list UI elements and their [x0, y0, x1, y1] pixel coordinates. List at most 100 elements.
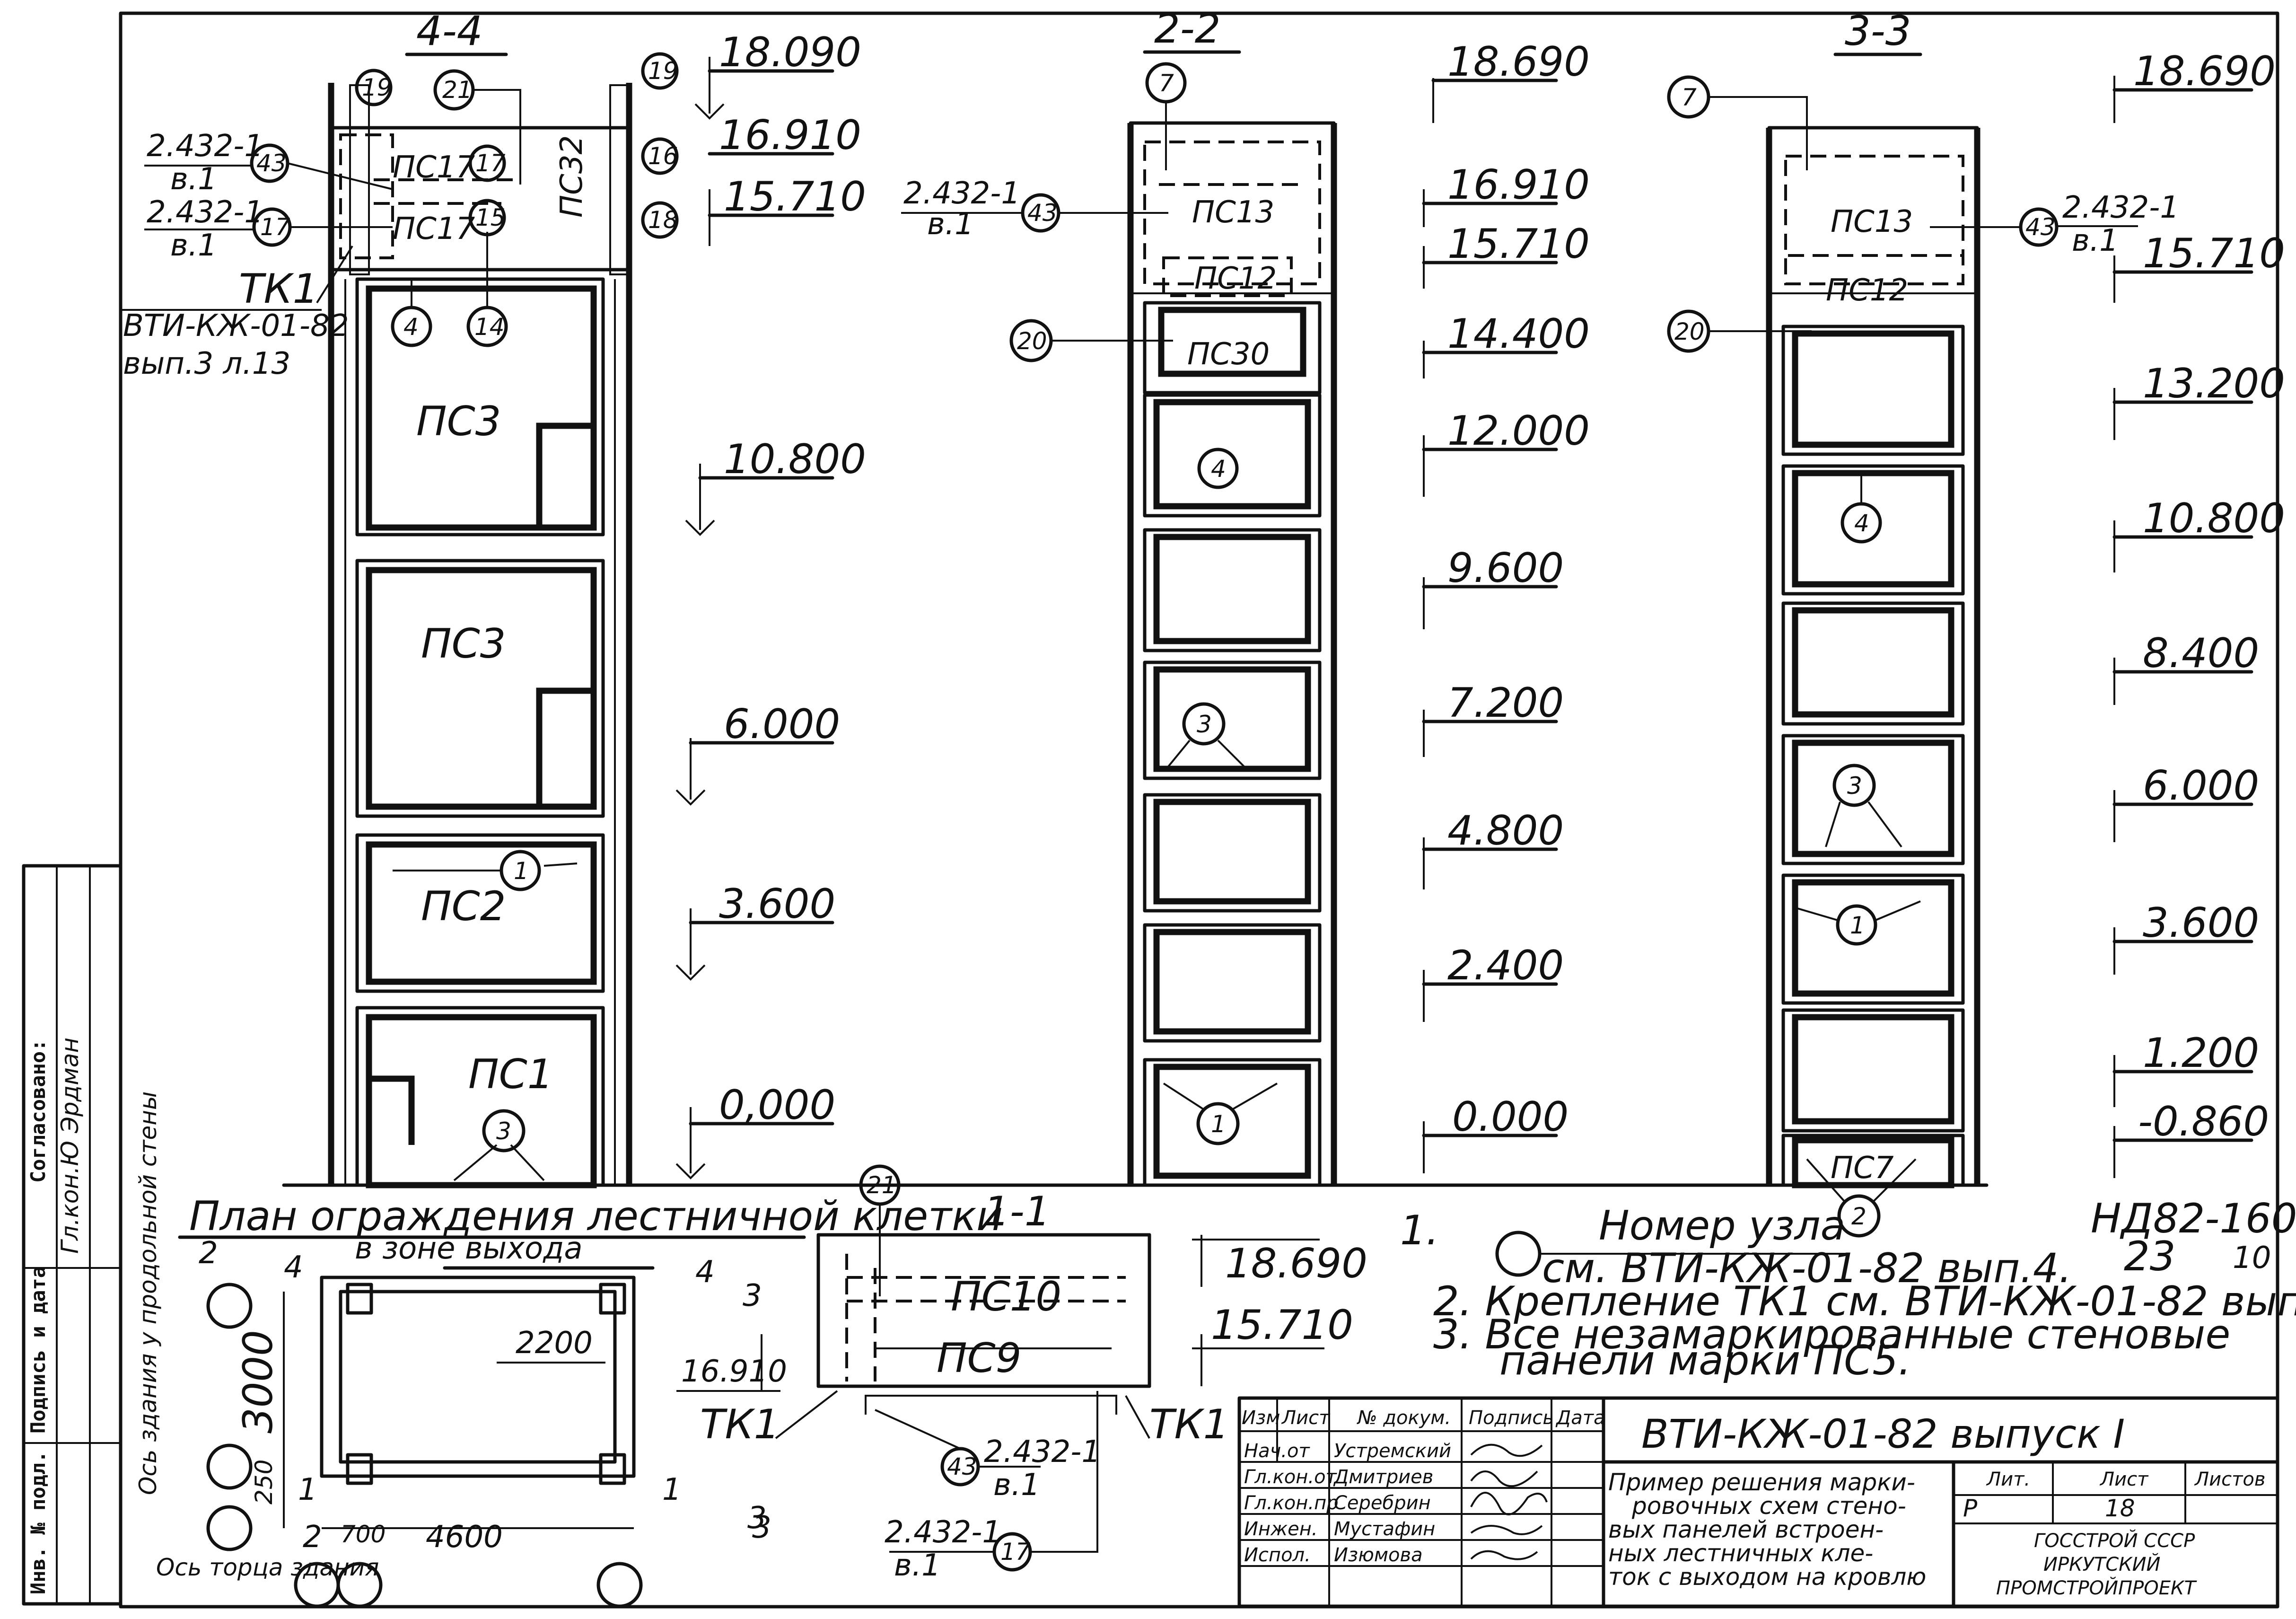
signature-4	[1470, 1525, 1543, 1535]
svg-text:в.1: в.1	[894, 1548, 941, 1583]
notes: 1. Номер узла см. ВТИ-КЖ-01-82 вып.4. 2.…	[1400, 1202, 2296, 1384]
svg-text:12.000: 12.000	[1447, 407, 1590, 455]
panel-ps13-b: ПС13	[1831, 204, 1913, 239]
node-3-b	[1182, 702, 1226, 746]
svg-text:15.710: 15.710	[724, 173, 866, 220]
node-1-c	[1836, 904, 1877, 946]
svg-text:1: 1	[298, 1472, 317, 1507]
plan-view: План ограждения лестничной клетки в зоне…	[134, 1091, 1003, 1608]
elevations-3-3: 18.690 15.710 13.200 10.800 8.400 6.000 …	[2112, 48, 2285, 1178]
svg-text:ровочных схем стено-: ровочных схем стено-	[1631, 1492, 1906, 1520]
svg-text:17: 17	[1000, 1538, 1031, 1566]
svg-text:Изм: Изм	[1242, 1407, 1280, 1429]
org-2: ИРКУТСКИЙ	[2043, 1553, 2160, 1575]
ref-3-3: 2.432-1	[2062, 190, 2179, 225]
signature-3	[1470, 1492, 1548, 1515]
svg-text:16: 16	[648, 142, 678, 170]
margin-sig: Подпись и дата	[26, 1266, 50, 1434]
svg-text:Гл.кон.от: Гл.кон.от	[1244, 1466, 1338, 1488]
signature-2	[1470, 1470, 1538, 1487]
svg-text:1.200: 1.200	[2143, 1029, 2259, 1077]
panel-ps12-b: ПС12	[1826, 273, 1908, 308]
svg-text:3.600: 3.600	[2143, 899, 2259, 947]
node-3-a	[482, 1109, 526, 1153]
svg-text:18.690: 18.690	[1225, 1240, 1367, 1287]
svg-text:43: 43	[1027, 199, 1058, 227]
svg-text:20: 20	[1674, 318, 1705, 345]
svg-text:15.710: 15.710	[1211, 1302, 1353, 1349]
svg-text:6.000: 6.000	[2143, 762, 2259, 810]
node-16	[641, 137, 679, 175]
note-1: Номер узла	[1599, 1202, 1845, 1249]
svg-text:вых панелей встроен-: вых панелей встроен-	[1608, 1516, 1884, 1543]
svg-text:4: 4	[695, 1255, 715, 1290]
svg-text:21: 21	[867, 1171, 897, 1199]
svg-text:43: 43	[256, 150, 287, 177]
plan-subtitle: в зоне выхода	[355, 1231, 583, 1266]
sheet-frame	[119, 11, 2279, 1609]
svg-text:1: 1	[1211, 1110, 1226, 1138]
node-18	[641, 201, 679, 239]
svg-text:Р: Р	[1963, 1495, 1978, 1522]
svg-text:6.000: 6.000	[724, 701, 840, 748]
elevations-4-4: 18.090 16.910 15.710 10.800 6.000 3.600 …	[675, 29, 866, 1179]
dim-700: 700	[341, 1521, 386, 1548]
panel-ps32: ПС32	[554, 135, 589, 218]
svg-text:2.432-1: 2.432-1	[984, 1434, 1101, 1469]
section-4-4: 4-4 ПС17 ПС17 ПС32 ПС3 ПС3 ПС2	[121, 8, 866, 1188]
svg-text:в.1: в.1	[170, 162, 217, 197]
svg-text:Лит.: Лит.	[1986, 1469, 2030, 1490]
plan-axis-label-2: Ось торца здания	[156, 1554, 379, 1581]
node-4-b	[1197, 448, 1239, 489]
ref-4-4-b: 2.432-1	[147, 195, 263, 230]
svg-text:18: 18	[2105, 1495, 2135, 1522]
note-3b: панели марки ПС5.	[1499, 1337, 1911, 1384]
svg-text:1: 1	[1850, 912, 1865, 939]
title-block: Изм Лист № докум. Подпись Дата Нач.от Гл…	[1237, 1195, 2296, 1608]
svg-text:18.690: 18.690	[2133, 48, 2276, 95]
stamp-code: ВТИ-КЖ-01-82 выпуск I	[1641, 1411, 2125, 1457]
plan-axis-label-1: Ось здания у продольной стены	[134, 1091, 162, 1495]
svg-text:3: 3	[496, 1117, 511, 1145]
svg-text:7: 7	[1159, 70, 1174, 97]
ref-2-2: 2.432-1	[903, 176, 1020, 211]
panel-ps12-a: ПС12	[1194, 261, 1277, 296]
axis-bubble-1	[206, 1283, 253, 1329]
svg-text:21: 21	[442, 76, 473, 104]
panel-ps17-a: ПС17	[393, 150, 475, 185]
panel-ps7: ПС7	[1831, 1151, 1894, 1186]
svg-text:4: 4	[1854, 510, 1869, 537]
svg-text:1: 1	[514, 857, 529, 885]
svg-text:Изюмова: Изюмова	[1334, 1544, 1423, 1566]
panel-ps30: ПС30	[1187, 337, 1270, 372]
svg-text:4: 4	[1211, 455, 1226, 483]
svg-text:17: 17	[260, 213, 290, 241]
plan-title: План ограждения лестничной клетки	[189, 1193, 1003, 1240]
node-19-b	[641, 52, 679, 90]
svg-text:0.000: 0.000	[1452, 1093, 1569, 1141]
org-3: ПРОМСТРОЙПРОЕКТ	[1996, 1576, 2197, 1599]
svg-text:Инжен.: Инжен.	[1244, 1518, 1318, 1540]
archive-page: 23	[2124, 1233, 2175, 1280]
svg-text:2.432-1: 2.432-1	[885, 1515, 1001, 1550]
svg-text:Подпись: Подпись	[1469, 1407, 1554, 1429]
node-1-a	[500, 850, 541, 891]
svg-text:2.400: 2.400	[1447, 942, 1564, 989]
svg-text:9.600: 9.600	[1447, 545, 1564, 592]
svg-text:Испол.: Испол.	[1244, 1544, 1311, 1566]
svg-text:ток с выходом на кровлю: ток с выходом на кровлю	[1608, 1563, 1926, 1591]
svg-text:18: 18	[648, 206, 678, 234]
section-3-3-title: 3-3	[1845, 8, 1911, 55]
axis-bubble-2	[206, 1443, 253, 1490]
svg-text:Нач.от: Нач.от	[1244, 1440, 1310, 1462]
svg-text:Серебрин: Серебрин	[1334, 1492, 1431, 1514]
dim-250: 250	[250, 1460, 278, 1505]
note-2: 2. Крепление ТК1 см. ВТИ-КЖ-01-82 вып.4 …	[1433, 1278, 2296, 1325]
svg-text:20: 20	[1017, 327, 1047, 355]
tk1-label: ТК1	[239, 265, 318, 313]
node-19-a	[355, 69, 393, 106]
svg-text:3: 3	[752, 1510, 771, 1545]
note-3: 3. Все незамаркированные стеновые	[1433, 1311, 2230, 1358]
svg-text:в.1: в.1	[170, 228, 217, 263]
